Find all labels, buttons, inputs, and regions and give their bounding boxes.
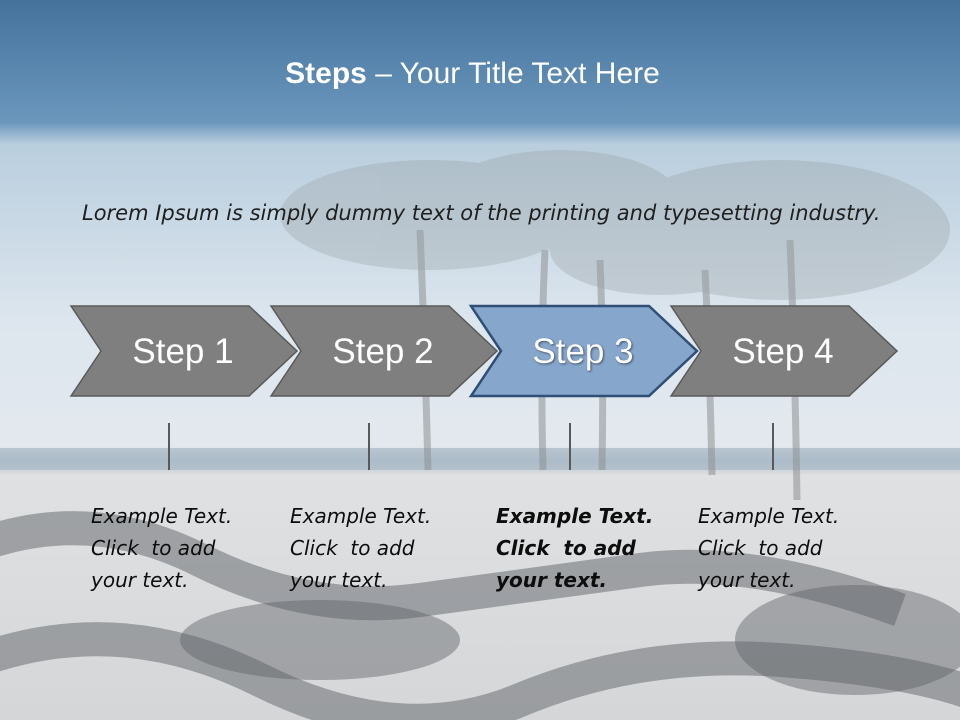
step-3-line-2: Click to add — [496, 536, 636, 560]
step-3-text[interactable]: Example Text. Click to add your text. — [496, 500, 686, 596]
connector-line-2 — [368, 423, 370, 470]
step-2-line-3: your text. — [290, 568, 388, 592]
step-3-chevron[interactable]: Step 3 — [468, 304, 699, 398]
step-3-line-3: your text. — [496, 568, 608, 592]
page-title: Steps – Your Title Text Here — [0, 54, 945, 94]
step-2-text[interactable]: Example Text. Click to add your text. — [290, 500, 480, 596]
step-1-shape — [69, 305, 299, 397]
step-3-shape — [468, 304, 699, 398]
step-4-shape — [669, 305, 899, 397]
step-2-line-2: Click to add — [290, 536, 415, 560]
step-1-chevron[interactable]: Step 1 — [69, 305, 299, 397]
step-2-chevron[interactable]: Step 2 — [269, 305, 499, 397]
connector-line-1 — [168, 423, 170, 470]
step-1-line-3: your text. — [91, 568, 189, 592]
connector-line-3 — [569, 423, 571, 470]
step-1-line-2: Click to add — [91, 536, 216, 560]
step-4-text[interactable]: Example Text. Click to add your text. — [698, 500, 888, 596]
lead-paragraph: Lorem Ipsum is simply dummy text of the … — [82, 201, 881, 225]
connector-line-4 — [772, 423, 774, 470]
step-2-label: Step 2 — [332, 332, 433, 371]
step-1-line-1: Example Text. — [91, 504, 233, 528]
step-4-label: Step 4 — [732, 332, 833, 371]
step-3-label: Step 3 — [532, 332, 633, 371]
step-2-line-1: Example Text. — [290, 504, 432, 528]
step-4-line-2: Click to add — [698, 536, 823, 560]
step-3-line-1: Example Text. — [496, 504, 654, 528]
step-4-line-3: your text. — [698, 568, 796, 592]
step-4-line-1: Example Text. — [698, 504, 840, 528]
title-rest: – Your Title Text Here — [366, 57, 660, 90]
step-1-label: Step 1 — [132, 332, 233, 371]
step-1-text[interactable]: Example Text. Click to add your text. — [91, 500, 281, 596]
step-2-shape — [269, 305, 499, 397]
step-4-chevron[interactable]: Step 4 — [669, 305, 899, 397]
title-bold: Steps — [285, 57, 367, 90]
